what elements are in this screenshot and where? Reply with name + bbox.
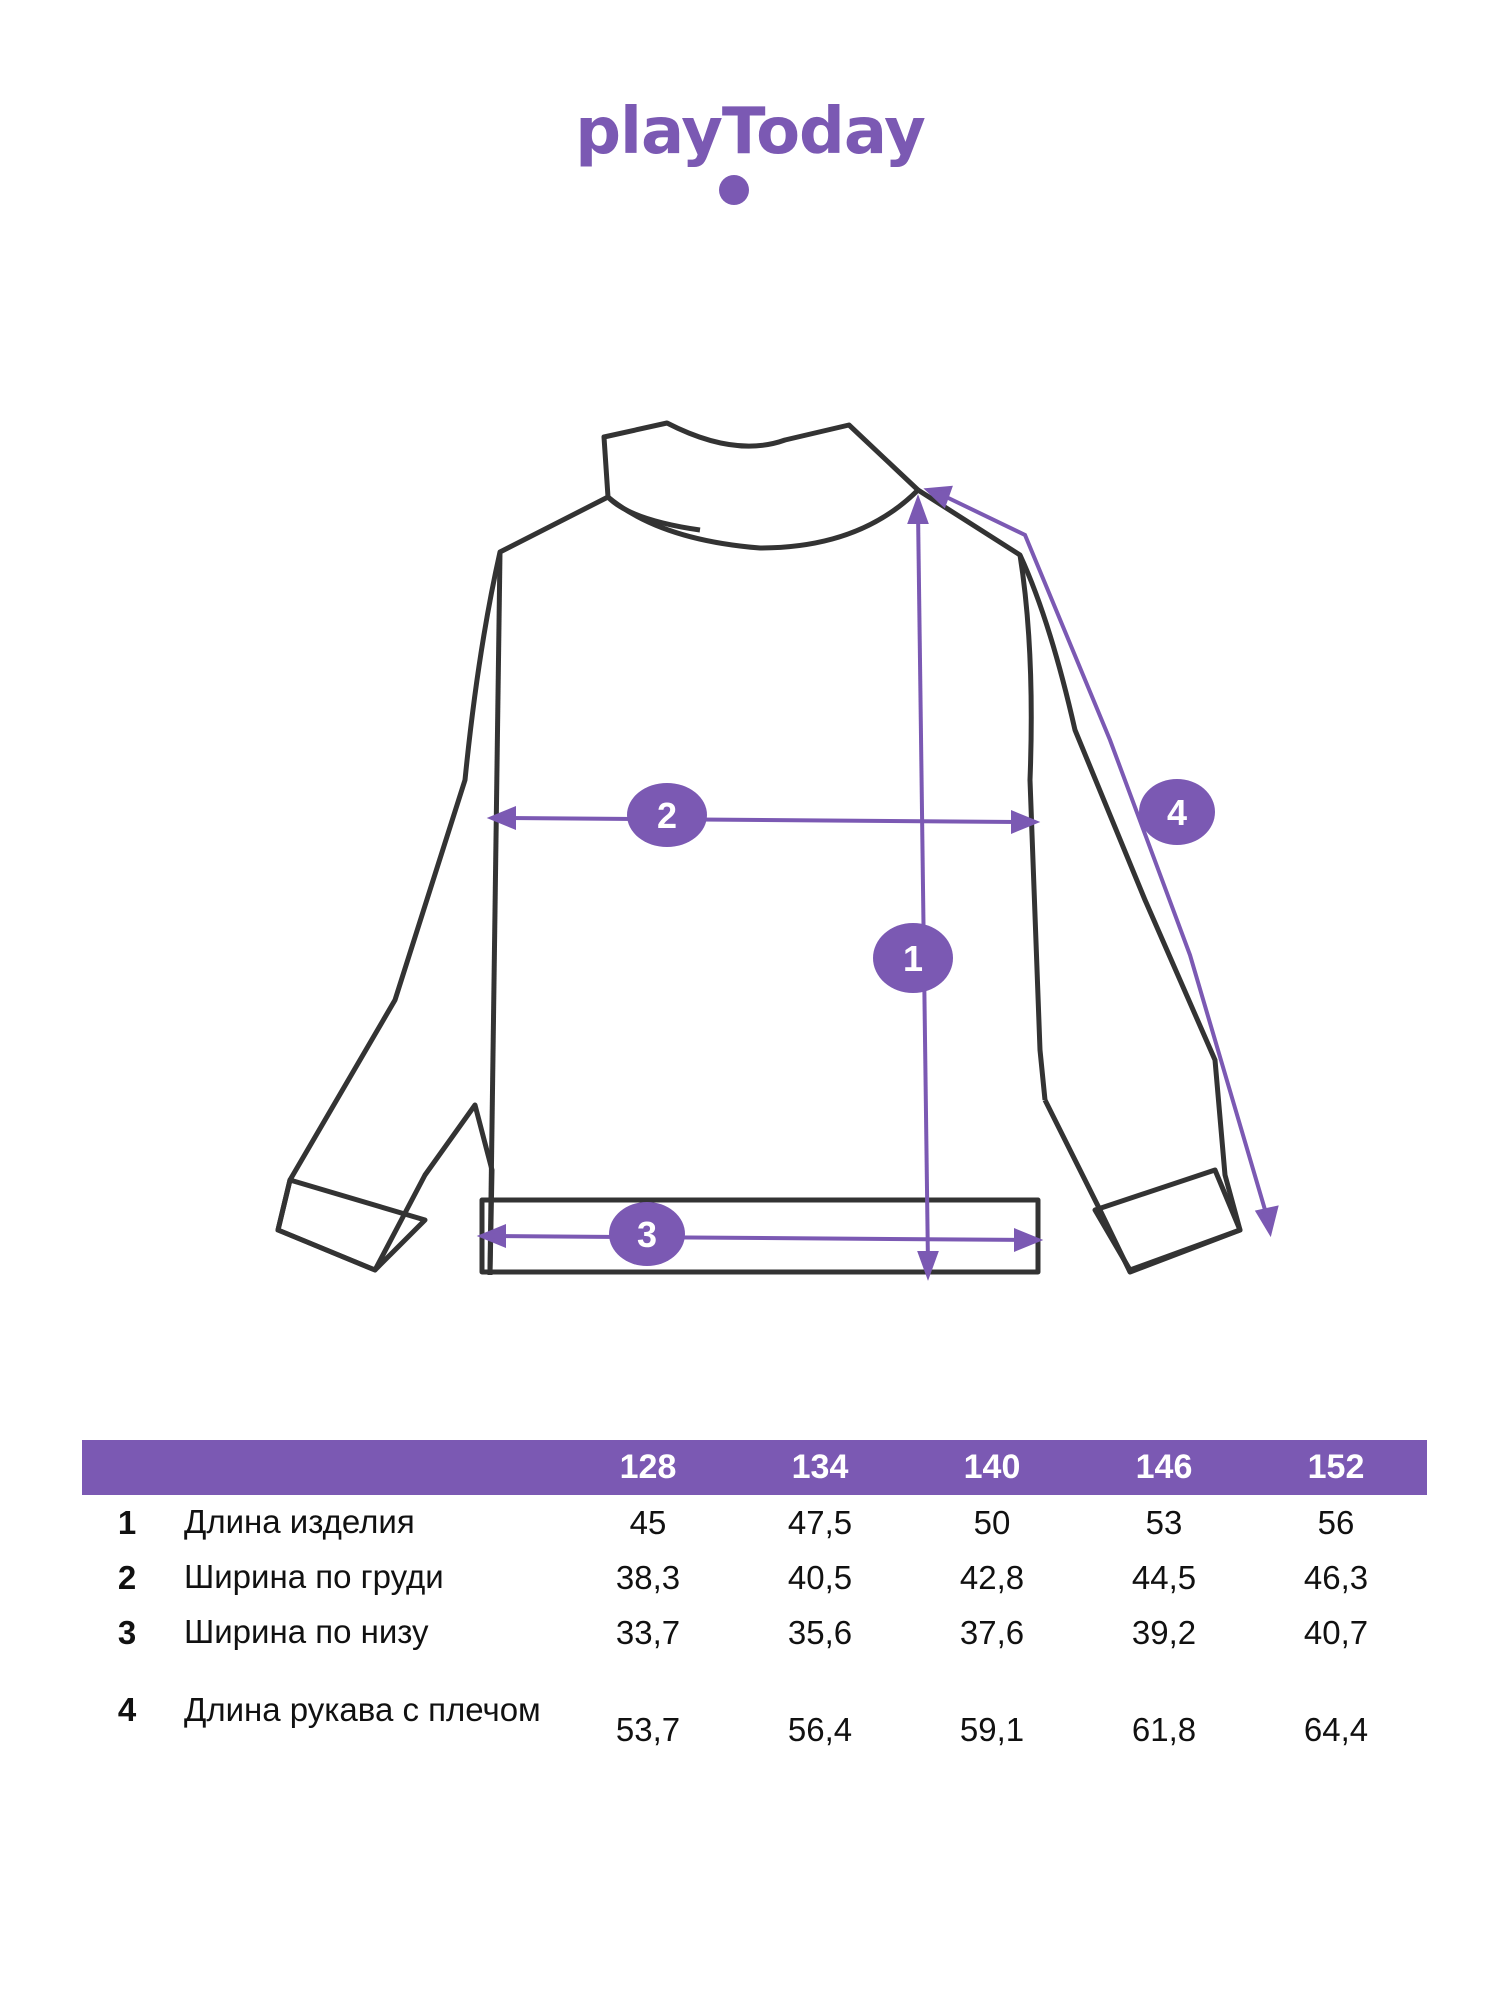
marker-4-label: 4 bbox=[1167, 792, 1187, 833]
table-cell: 46,3 bbox=[1303, 1558, 1369, 1596]
table-cell: 44,5 bbox=[1131, 1558, 1197, 1596]
table-row: 4 Длина рукава с плечом 53,7 56,4 59,1 6… bbox=[82, 1660, 1427, 1760]
marker-3: 3 bbox=[609, 1202, 685, 1266]
table-cell: 40,7 bbox=[1303, 1613, 1369, 1651]
size-140: 140 bbox=[963, 1448, 1021, 1486]
table-cell: 35,6 bbox=[787, 1613, 853, 1651]
size-152: 152 bbox=[1307, 1448, 1365, 1486]
row-label: Длина изделия bbox=[184, 1503, 415, 1541]
size-146: 146 bbox=[1135, 1448, 1193, 1486]
row-number: 2 bbox=[117, 1558, 137, 1596]
marker-3-label: 3 bbox=[637, 1214, 657, 1255]
table-cell: 40,5 bbox=[787, 1558, 853, 1596]
size-128: 128 bbox=[619, 1448, 677, 1486]
row-label: Ширина по низу bbox=[184, 1613, 429, 1651]
row-number: 4 bbox=[117, 1691, 137, 1728]
marker-4: 4 bbox=[1139, 779, 1215, 845]
table-cell: 56 bbox=[1317, 1503, 1355, 1541]
row-label: Длина рукава с плечом bbox=[184, 1690, 541, 1728]
row-label: Ширина по груди bbox=[184, 1558, 444, 1596]
row-number: 3 bbox=[117, 1613, 137, 1651]
sweatshirt-outline bbox=[275, 420, 1243, 1276]
table-cell: 59,1 bbox=[959, 1711, 1025, 1748]
table-cell: 64,4 bbox=[1303, 1711, 1369, 1748]
size-134: 134 bbox=[791, 1448, 849, 1486]
garment-diagram: 2 4 1 3 bbox=[275, 420, 1279, 1281]
table-cell: 53 bbox=[1145, 1503, 1183, 1541]
table-cell: 42,8 bbox=[959, 1558, 1025, 1596]
size-table-header: 128 134 140 146 152 bbox=[82, 1440, 1427, 1495]
marker-2: 2 bbox=[627, 783, 707, 847]
marker-1-label: 1 bbox=[903, 938, 923, 979]
brand-logo: playToday bbox=[0, 95, 1500, 169]
table-cell: 50 bbox=[973, 1503, 1011, 1541]
measurement-lines bbox=[476, 485, 1279, 1281]
marker-1: 1 bbox=[873, 923, 953, 993]
table-cell: 47,5 bbox=[787, 1503, 853, 1541]
table-cell: 39,2 bbox=[1131, 1613, 1197, 1651]
table-cell: 37,6 bbox=[959, 1613, 1025, 1651]
table-cell: 38,3 bbox=[615, 1558, 681, 1596]
table-cell: 61,8 bbox=[1131, 1711, 1197, 1748]
logo-dot bbox=[719, 175, 749, 205]
row-number: 1 bbox=[117, 1503, 137, 1541]
table-cell: 45 bbox=[629, 1503, 667, 1541]
table-cell: 33,7 bbox=[615, 1613, 681, 1651]
logo-text: playToday bbox=[575, 95, 926, 169]
marker-2-label: 2 bbox=[657, 795, 677, 836]
table-row: 3 Ширина по низу 33,7 35,6 37,6 39,2 40,… bbox=[82, 1605, 1427, 1660]
size-table: 128 134 140 146 152 1 Длина изделия 45 4… bbox=[82, 1440, 1427, 1760]
table-cell: 56,4 bbox=[787, 1711, 853, 1748]
table-row: 1 Длина изделия 45 47,5 50 53 56 bbox=[82, 1495, 1427, 1550]
table-row: 2 Ширина по груди 38,3 40,5 42,8 44,5 46… bbox=[82, 1550, 1427, 1605]
table-cell: 53,7 bbox=[615, 1711, 681, 1748]
